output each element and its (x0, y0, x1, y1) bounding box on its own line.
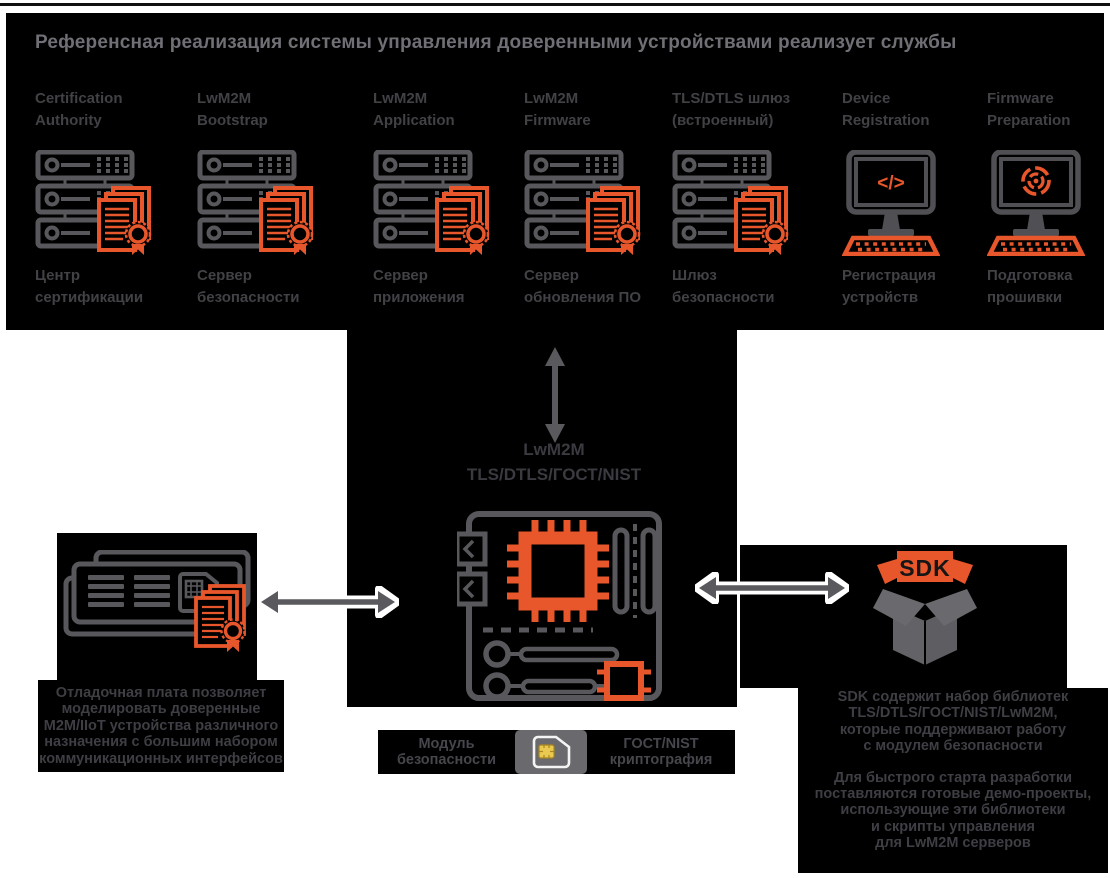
device-protocol-panel: LwM2M TLS/DTLS/ГОСТ/NIST (347, 330, 737, 707)
server-certificate-icon (672, 150, 842, 265)
service-name-en: LwM2M Firmware (524, 90, 591, 129)
left-horizontal-double-arrow (257, 586, 399, 618)
service-column-certification-authority: Certification Authority Центр сертификац… (35, 88, 197, 309)
right-horizontal-double-arrow (695, 572, 849, 604)
service-name-en: Device Registration (842, 90, 930, 129)
security-module-bar: Модуль безопасности ГОСТ/NIST криптограф… (378, 730, 735, 774)
debug-board-panel (57, 533, 257, 680)
gost-nist-crypto-label: ГОСТ/NIST криптография (609, 735, 713, 768)
service-column-tls-dtls-gateway: TLS/DTLS шлюз (встроенный) Шлюз безопасн… (672, 88, 842, 309)
code-glyph: </> (877, 173, 904, 194)
service-name-ru: Центр сертификации (35, 267, 144, 306)
service-name-ru: Шлюз безопасности (672, 267, 775, 306)
sdk-badge-label: SDK (899, 555, 951, 581)
service-column-lwm2m-bootstrap: LwM2M Bootstrap Сервер безопасности (197, 88, 373, 309)
circuit-board-icon (457, 511, 662, 701)
service-name-ru: Подготовка прошивки (987, 267, 1073, 306)
services-header-panel: Референсная реализация системы управлени… (6, 13, 1104, 330)
server-certificate-icon (35, 150, 197, 265)
service-name-ru: Сервер приложения (373, 267, 465, 306)
sdk-note-1: SDK содержит набор библиотек TLS/DTLS/ГО… (837, 689, 1069, 755)
service-name-en: TLS/DTLS шлюз (встроенный) (672, 90, 791, 129)
debug-board-certificate-icon (63, 550, 251, 652)
page-title: Референсная реализация системы управлени… (35, 32, 957, 53)
sdk-note-panel: SDK содержит набор библиотек TLS/DTLS/ГО… (798, 688, 1108, 873)
server-certificate-icon (373, 150, 524, 265)
service-name-ru: Сервер безопасности (197, 267, 300, 306)
monitor-code-icon: </> (842, 150, 987, 265)
service-column-lwm2m-application: LwM2M Application Сервер приложения (373, 88, 524, 309)
sim-module-box (515, 730, 587, 774)
service-name-ru: Сервер обновления ПО (524, 267, 641, 306)
server-certificate-icon (524, 150, 672, 265)
service-name-en: LwM2M Application (373, 90, 455, 129)
service-name-en: Firmware Preparation (987, 90, 1071, 129)
service-name-en: LwM2M Bootstrap (197, 90, 268, 129)
sdk-panel: SDK (740, 545, 1067, 688)
top-border-rule (0, 3, 1110, 6)
sdk-note-2: Для быстрого старта разработки поставляю… (814, 769, 1092, 852)
security-module-label: Модуль безопасности (396, 735, 497, 768)
debug-board-note-panel: Отладочная плата позволяет моделировать … (38, 680, 284, 772)
services-columns: Certification Authority Центр сертификац… (35, 88, 1094, 309)
sdk-box-icon: SDK (873, 551, 977, 665)
service-column-lwm2m-firmware: LwM2M Firmware Сервер обновления ПО (524, 88, 672, 309)
protocol-label: LwM2M TLS/DTLS/ГОСТ/NIST (466, 440, 642, 484)
sim-card-icon (532, 735, 571, 769)
certificate-icon (194, 584, 246, 652)
monitor-firmware-icon (987, 150, 1094, 265)
service-column-firmware-preparation: Firmware Preparation Подготовка прошивки (987, 88, 1094, 309)
service-name-en: Certification Authority (35, 90, 123, 129)
service-name-ru: Регистрация устройств (842, 267, 936, 306)
firmware-spiral-glyph (1021, 166, 1051, 196)
server-certificate-icon (197, 150, 373, 265)
vertical-double-arrow (545, 347, 565, 443)
debug-board-note: Отладочная плата позволяет моделировать … (39, 685, 283, 767)
service-column-device-registration: Device Registration </> Регистрация устр… (842, 88, 987, 309)
